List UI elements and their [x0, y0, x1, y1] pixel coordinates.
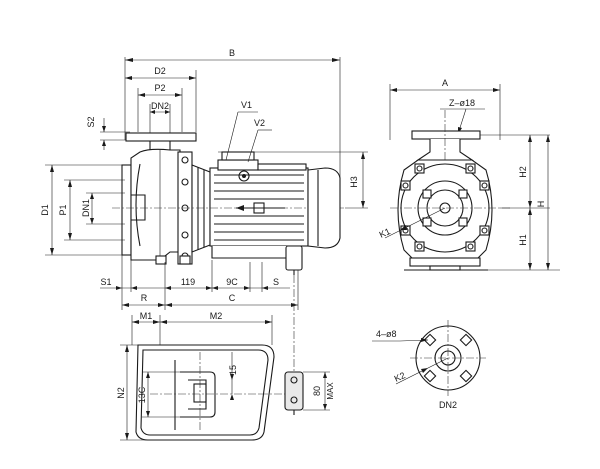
label-c: C	[229, 293, 236, 303]
label-dn2-top: DN2	[151, 101, 169, 111]
label-dn2-flange: DN2	[439, 400, 457, 410]
label-s1: S1	[100, 277, 111, 287]
dimension-d1: D1	[40, 164, 125, 256]
suction-flange	[121, 164, 132, 256]
dimension-15: 15	[228, 352, 238, 400]
label-b: B	[229, 48, 235, 58]
bolt-detail: 80 MAX	[284, 371, 335, 415]
dimension-p2: P2	[137, 83, 183, 132]
fan-cover	[307, 167, 341, 249]
label-z18: Z–ø18	[449, 98, 475, 108]
dimension-h3: H3	[218, 151, 368, 209]
label-m2: M2	[210, 311, 223, 321]
dimension-h2-h-h1: H2 H H1	[480, 134, 560, 271]
label-s2: S2	[86, 116, 96, 127]
label-v1: V1	[241, 100, 252, 110]
label-h1: H1	[518, 234, 528, 246]
flange-bolt-holes	[423, 333, 473, 383]
dimension-n2: N2	[116, 344, 150, 441]
dimension-m1-m2: M1 M2	[131, 311, 273, 360]
label-k1: K1	[378, 226, 392, 240]
dimension-dn1: DN1	[81, 192, 125, 225]
base-plan-view	[135, 275, 295, 441]
label-n2: N2	[116, 387, 126, 399]
label-holes: 4–ø8	[376, 329, 397, 339]
discharge-flange	[125, 132, 197, 142]
label-r: R	[141, 293, 148, 303]
front-bolts	[400, 163, 490, 252]
front-discharge-flange	[411, 130, 481, 140]
dimension-d2: D2	[125, 66, 197, 132]
label-13c: 13C	[137, 386, 147, 403]
label-a: A	[442, 78, 448, 88]
dimension-a: A	[389, 78, 501, 140]
label-d2: D2	[154, 66, 166, 76]
label-p1: P1	[58, 204, 68, 215]
label-s: S	[273, 277, 279, 287]
label-119: 119	[181, 277, 195, 287]
dimension-r-c: R C	[122, 293, 298, 307]
dimension-p1: P1	[58, 179, 125, 241]
label-v2: V2	[254, 118, 265, 128]
pump-front-view: K1	[378, 110, 512, 271]
pump-casing	[130, 148, 181, 261]
label-dn1: DN1	[81, 199, 91, 217]
label-h3: H3	[349, 176, 359, 188]
label-p2: P2	[154, 83, 165, 93]
motor-body	[209, 167, 309, 247]
flange-dn2-view: 4–ø8 K2 DN2	[372, 320, 486, 410]
label-9c: 9C	[226, 277, 238, 287]
label-k2: K2	[393, 370, 407, 384]
dimension-bottom-row: S1 119 9C S	[100, 255, 299, 310]
label-d1: D1	[40, 204, 50, 216]
label-m1: M1	[140, 311, 153, 321]
label-15: 15	[228, 365, 238, 375]
label-max: MAX	[326, 382, 335, 400]
label-h: H	[536, 201, 546, 208]
dimension-z18: Z–ø18	[440, 98, 485, 135]
label-h2: H2	[518, 166, 528, 178]
base-plate	[135, 344, 275, 441]
label-80: 80	[312, 386, 322, 396]
dimension-s2: S2	[86, 116, 130, 150]
dimension-13c: 13C	[137, 371, 180, 418]
pump-side-view	[112, 132, 345, 275]
